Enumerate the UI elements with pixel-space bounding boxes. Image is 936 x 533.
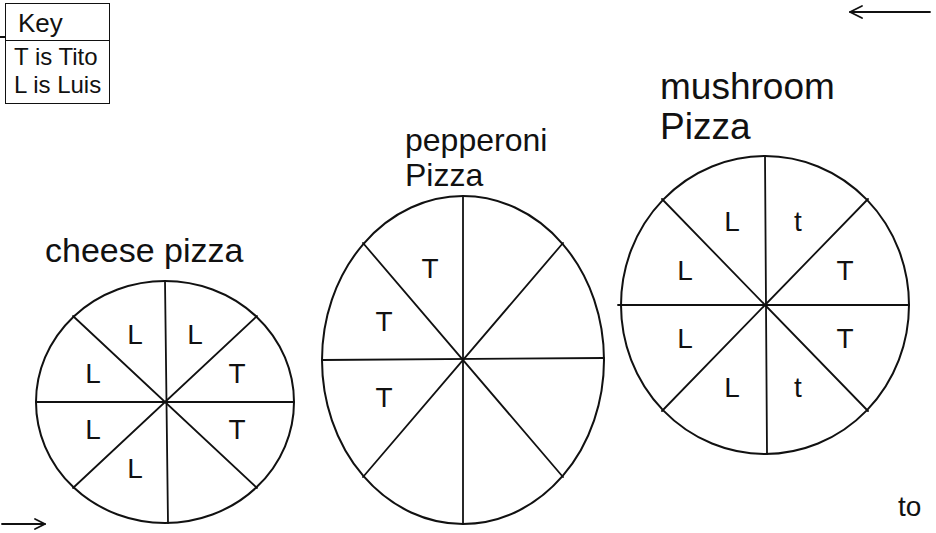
slice-letter: T [375, 383, 392, 413]
slice-letter: T [836, 256, 853, 286]
pizza-title: pepperoni Pizza [405, 123, 580, 192]
arrow-head [35, 519, 45, 529]
slice-letter: T [836, 324, 853, 354]
key-entry: T is Tito [14, 43, 101, 71]
arrow-line [850, 11, 930, 13]
margin-note: to [898, 492, 921, 522]
margin-arrows [2, 6, 930, 529]
slice-letter: T [228, 415, 245, 445]
slice-letter: L [127, 320, 143, 350]
slice-line [662, 199, 868, 411]
slice-line [73, 316, 257, 488]
pizza-title: mushroom Pizza [660, 67, 860, 147]
slice-letter: L [724, 207, 740, 237]
slice-line [73, 316, 257, 488]
slice-letter: L [677, 256, 693, 286]
key-box: KeyT is TitoL is Luis [5, 3, 110, 104]
key-heading: Key [6, 4, 109, 41]
arrow-line [2, 523, 45, 525]
slice-letter: L [724, 373, 740, 403]
pizza-outline [321, 195, 605, 525]
pizza-edge [621, 156, 909, 454]
slice-letter: L [677, 324, 693, 354]
key-entry: L is Luis [14, 71, 101, 99]
pizza-circle: mushroom Pizza [620, 155, 910, 455]
slice-line [363, 243, 563, 477]
slice-letter: T [375, 307, 392, 337]
slice-letter: L [127, 454, 143, 484]
pizza-outline [35, 280, 295, 524]
slice-line [363, 243, 563, 477]
slice-letter: t [794, 207, 802, 237]
pizza-edge [322, 196, 604, 524]
slice-lines [0, 37, 909, 524]
slice-letter: t [794, 373, 802, 403]
pizza-outline [620, 155, 910, 455]
pizza-circle: pepperoni Pizza [321, 195, 605, 525]
slice-letter: T [421, 254, 438, 284]
slice-letter: L [85, 415, 101, 445]
pizza-title: cheese pizza [45, 232, 305, 269]
pizza-circle: cheese pizza [35, 280, 295, 524]
pizza-edge [36, 281, 294, 523]
slice-line [662, 199, 868, 411]
slice-letter: T [228, 359, 245, 389]
arrow-head [850, 6, 862, 18]
slice-letter: L [85, 359, 101, 389]
slice-letter: L [187, 320, 203, 350]
